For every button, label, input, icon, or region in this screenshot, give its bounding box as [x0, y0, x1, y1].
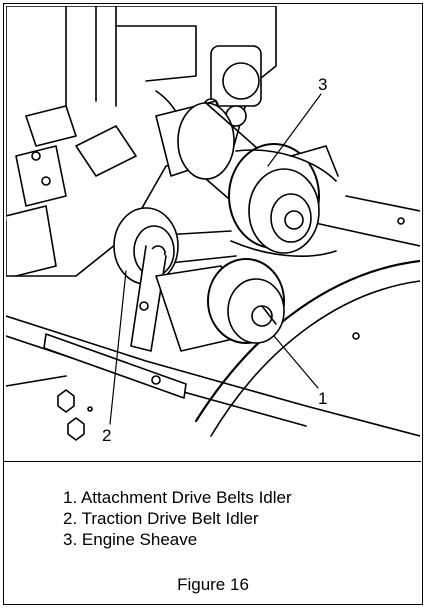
- callout-2: 2: [102, 426, 111, 445]
- engine-block: [6, 6, 277, 277]
- deck-plate: [6, 315, 420, 437]
- figure-legend: 1. Attachment Drive Belts Idler 2. Tract…: [63, 487, 413, 550]
- callout-3: 3: [318, 75, 327, 94]
- figure-caption: Figure 16: [177, 575, 249, 594]
- callout-1: 1: [318, 389, 327, 408]
- legend-item: 2. Traction Drive Belt Idler: [63, 509, 259, 528]
- engine-sheave: [155, 100, 339, 254]
- hex-bolts: [57, 375, 161, 441]
- engine-drive-illustration: 3 1 2: [6, 6, 420, 445]
- belt-shroud: [194, 195, 420, 437]
- leader-lines: [109, 93, 322, 425]
- legend-item: 3. Engine Sheave: [63, 530, 198, 549]
- attachment-idler: [155, 258, 285, 352]
- legend-item: 1. Attachment Drive Belts Idler: [63, 488, 292, 507]
- traction-idler: [113, 207, 179, 352]
- legend-divider: [4, 461, 421, 462]
